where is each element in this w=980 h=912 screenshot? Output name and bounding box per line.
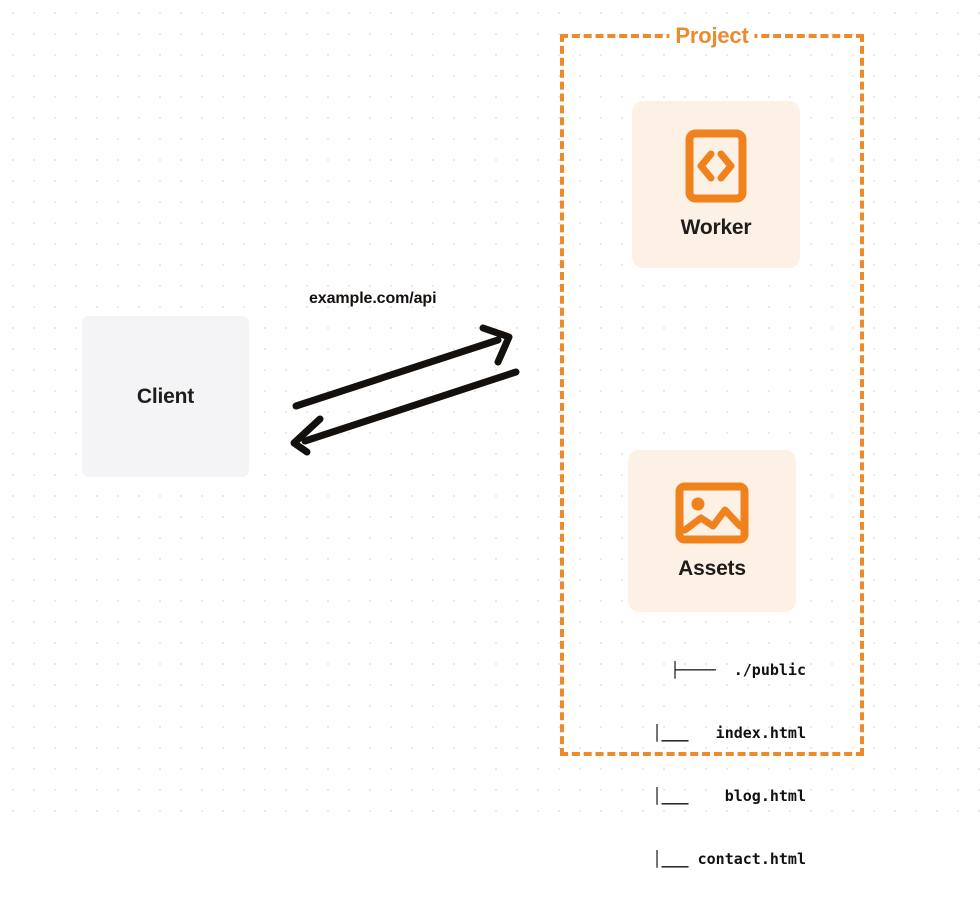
worker-node[interactable]: Worker [632, 101, 800, 268]
file-tree-row: ├──── ./public [670, 661, 806, 679]
project-title: Project [669, 23, 755, 49]
assets-file-tree: ├──── ./public │___ index.html │___ blog… [606, 618, 806, 912]
assets-node[interactable]: Assets [628, 450, 796, 612]
image-icon [675, 482, 749, 544]
worker-node-label: Worker [680, 216, 752, 239]
file-tree-row: │___ contact.html [652, 850, 806, 868]
request-arrow-right-icon [292, 324, 513, 410]
diagram-canvas: Client example.com/api Project Worker [0, 0, 980, 868]
file-tree-row: │___ index.html [652, 724, 806, 742]
response-arrow-left-icon [290, 368, 520, 456]
project-boundary: Project [560, 23, 864, 756]
file-tree-row: │___ blog.html [652, 787, 806, 805]
assets-node-label: Assets [678, 556, 746, 580]
connection-label: example.com/api [309, 290, 437, 307]
client-node-label: Client [136, 384, 195, 408]
client-node[interactable]: Client [82, 316, 249, 477]
code-brackets-icon [685, 129, 747, 203]
